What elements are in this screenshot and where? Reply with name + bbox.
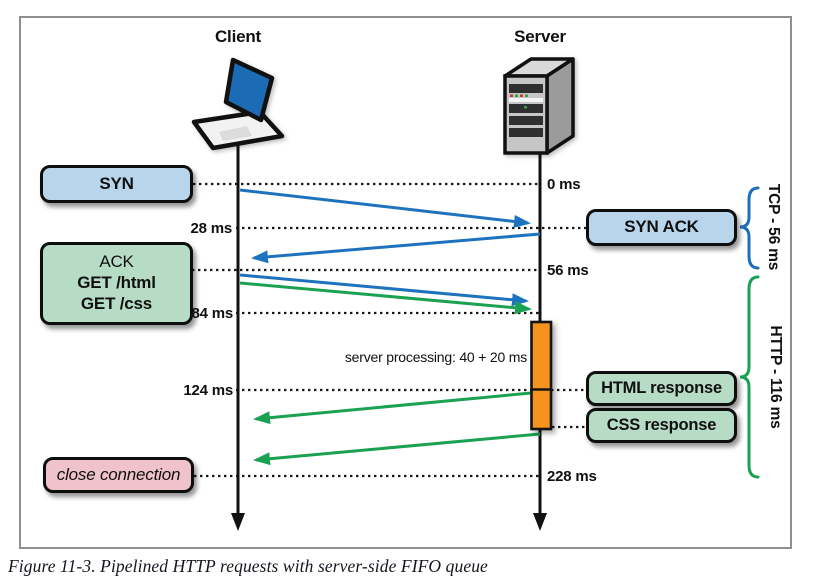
time-label-0ms: 0 ms — [547, 176, 581, 193]
syn-arrow — [239, 188, 531, 228]
ack-arrow — [239, 273, 529, 307]
http-phase-label: HTTP - 116 ms — [767, 325, 784, 429]
syn-ack-box: SYN ACK — [586, 209, 737, 246]
time-label-84ms: 84 ms — [191, 305, 233, 322]
get-html-label: GET /html — [77, 273, 156, 293]
tcp-phase-label: TCP - 56 ms — [765, 183, 782, 271]
close-connection-box: close connection — [43, 457, 194, 493]
tcp-phase-brace — [739, 186, 760, 270]
time-label-228ms: 228 ms — [547, 468, 597, 485]
server-lifeline-arrowhead-icon — [533, 513, 547, 531]
ack-label: ACK — [99, 252, 134, 272]
time-label-124ms: 124 ms — [183, 382, 233, 399]
html-response-box: HTML response — [586, 371, 737, 406]
css-response-box: CSS response — [586, 408, 737, 443]
laptop-icon — [191, 57, 285, 151]
css-response-arrow — [253, 432, 541, 466]
figure-caption: Figure 11-3. Pipelined HTTP requests wit… — [8, 556, 488, 576]
syn-ack-arrow — [251, 232, 541, 264]
css-response-label: CSS response — [606, 416, 717, 435]
server-fifo-queue — [530, 320, 553, 431]
time-label-28ms: 28 ms — [190, 220, 232, 237]
syn-box-label: SYN — [99, 173, 134, 193]
syn-box: SYN — [40, 165, 193, 203]
client-label: Client — [214, 27, 262, 46]
close-connection-label: close connection — [56, 464, 181, 484]
pipelined-get-arrow — [239, 281, 532, 315]
html-response-label: HTML response — [601, 379, 722, 398]
server-processing-label: server processing: 40 + 20 ms — [344, 349, 527, 365]
syn-ack-box-label: SYN ACK — [624, 217, 699, 237]
server-icon — [503, 57, 575, 155]
client-lifeline-arrowhead-icon — [231, 513, 245, 531]
http-phase-brace — [739, 275, 760, 479]
html-response-arrow — [253, 391, 532, 425]
get-css-label: GET /css — [80, 293, 153, 313]
server-label: Server — [514, 27, 566, 46]
ack-get-box: ACK GET /html GET /css — [40, 242, 193, 325]
time-label-56ms: 56 ms — [547, 262, 589, 279]
